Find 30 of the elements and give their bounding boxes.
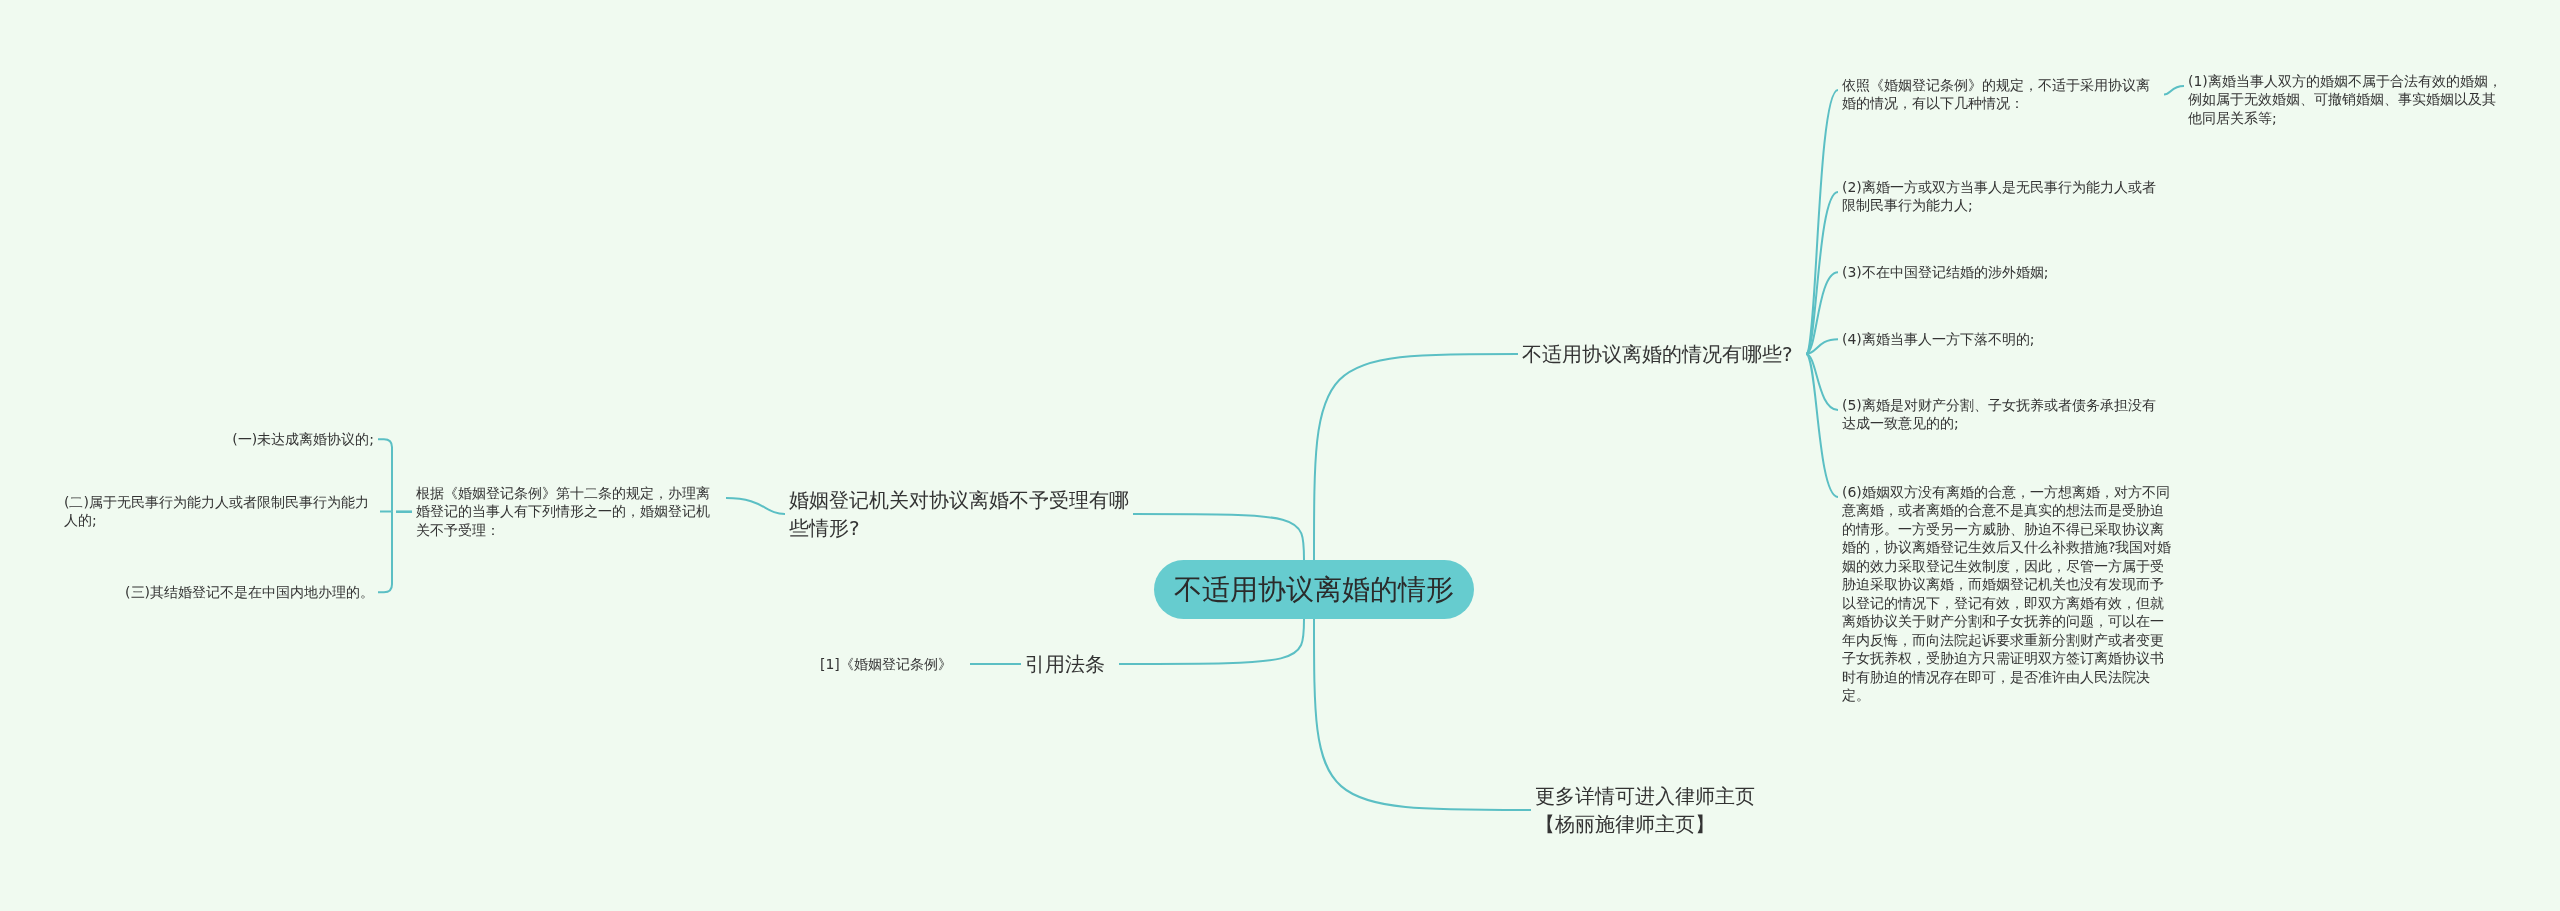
topic-text: (三)其结婚登记不是在中国内地办理的。 xyxy=(124,583,374,602)
topic-text: 依照《婚姻登记条例》的规定，不适于采用协议离婚的情况，有以下几种情况： xyxy=(1842,76,2151,113)
branch-connector xyxy=(1805,338,1839,355)
topic-text: (1)离婚当事人双方的婚姻不属于合法有效的婚姻，例如属于无效婚姻、可撤销婚姻、事实婚姻以及其他同居关系等; xyxy=(2188,72,2503,128)
branch-connector xyxy=(1805,353,1839,498)
branch-topic: 婚姻登记机关对协议离婚不予受理有哪些情形? xyxy=(789,487,1129,542)
topic-text: (二)属于无民事行为能力人或者限制民事行为能力人的; xyxy=(64,493,370,530)
branch-connector xyxy=(969,663,1022,665)
topic-text: 根据《婚姻登记条例》第十二条的规定，办理离婚登记的当事人有下列情形之一的，婚姻登记机关不予受理： xyxy=(416,484,711,540)
branch-connector xyxy=(377,510,413,594)
branch-connector xyxy=(1805,353,1839,411)
branch-connector xyxy=(1805,271,1839,355)
branch-connector xyxy=(1118,618,1305,665)
topic-text: (6)婚姻双方没有离婚的合意，一方想离婚，对方不同意离婚，或者离婚的合意不是真实的想法而是受胁迫的情形。一方受另一方威胁、胁迫不得已采取协议离婚的，协议离婚登记生效后又什么补救措施?我国对婚姻的效力采取登记生效制度，因此，尽管一方属于受胁迫采取协议离婚，而婚姻登记机关也没有发现而予以登记的情况下，登记有效，即双方离婚有效，但就离婚协议关于财产分割和子女抚养的问题，可以在一年内反悔，而向法院起诉要求重新分割财产或者变更子女抚养权，受胁迫方只需证明双方签订离婚协议书时有胁迫的情况存在即可，是否准许由人民法院决定。 xyxy=(1842,483,2172,705)
branch-topic: 不适用协议离婚的情况有哪些? xyxy=(1522,341,1794,368)
branch-connector xyxy=(725,497,786,515)
topic-text: (5)离婚是对财产分割、子女抚养或者债务承担没有达成一致意见的的; xyxy=(1842,396,2157,433)
topic-text: (一)未达成离婚协议的; xyxy=(231,430,374,449)
branch-connector xyxy=(1132,513,1305,561)
topic-text: (2)离婚一方或双方当事人是无民事行为能力人或者限制民事行为能力人; xyxy=(1842,178,2157,215)
branch-topic: 更多详情可进入律师主页【杨丽施律师主页】 xyxy=(1535,783,1756,838)
topic-text: [1]《婚姻登记条例》 xyxy=(820,655,953,674)
branch-connector xyxy=(1805,191,1839,355)
branch-topic: 引用法条 xyxy=(1025,651,1106,678)
branch-connector xyxy=(1313,618,1532,811)
topic-text: (3)不在中国登记结婚的涉外婚姻; xyxy=(1842,263,2050,282)
branch-connector xyxy=(2163,85,2185,96)
topic-text: (4)离婚当事人一方下落不明的; xyxy=(1842,330,2036,349)
branch-connector xyxy=(1313,353,1519,561)
central-topic: 不适用协议离婚的情形 xyxy=(1154,560,1474,619)
